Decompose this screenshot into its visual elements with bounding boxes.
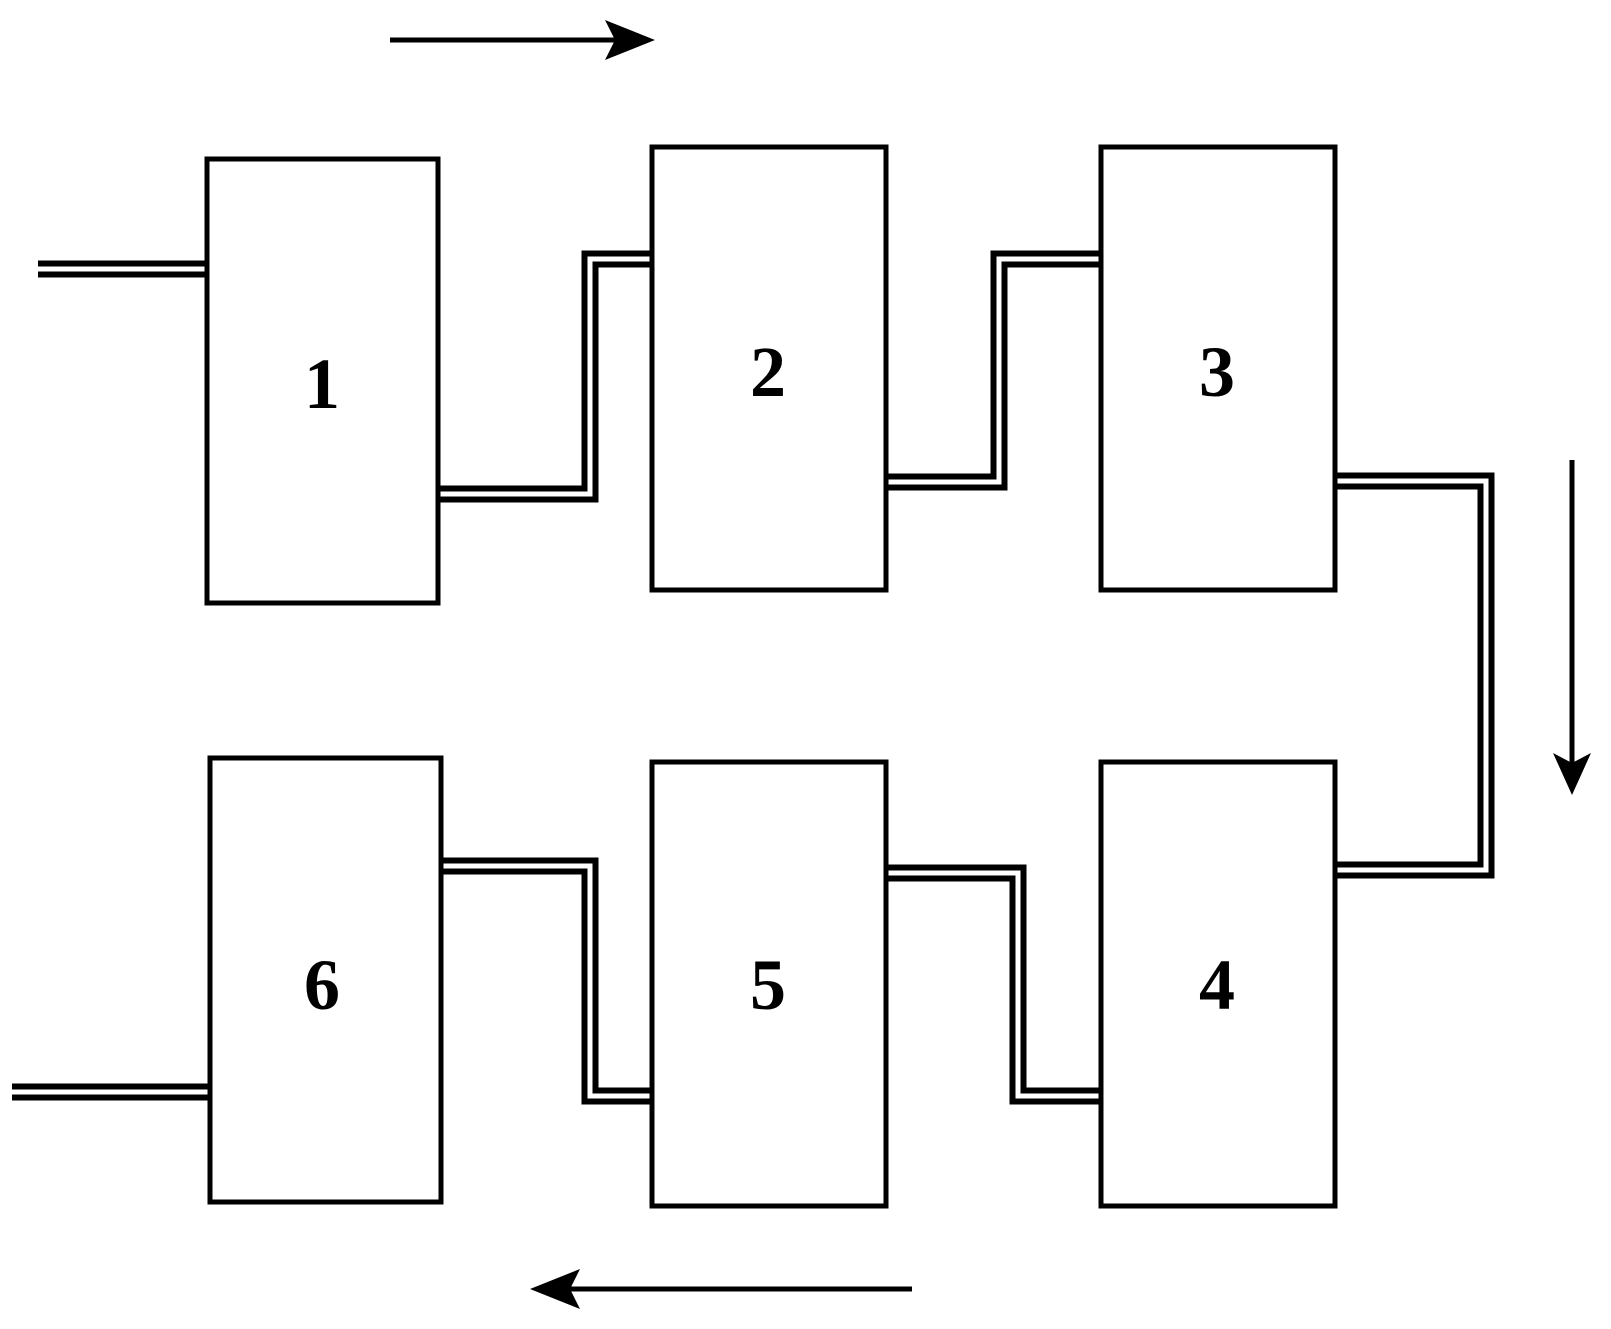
pipe-2-to-3 <box>886 250 1100 491</box>
flow-arrow-left <box>530 1269 912 1309</box>
flow-arrow-right <box>390 20 655 60</box>
pipe-4-to-5 <box>886 864 1100 1105</box>
unit-label-4: 4 <box>1199 945 1235 1025</box>
unit-box-1: 1 <box>204 156 441 606</box>
pipe-1-to-2 <box>438 250 652 503</box>
unit-box-5: 5 <box>649 759 889 1209</box>
unit-box-2: 2 <box>649 144 889 593</box>
flow-arrow-down <box>1553 460 1591 795</box>
unit-box-6: 6 <box>207 755 444 1205</box>
unit-label-5: 5 <box>750 945 786 1025</box>
unit-label-6: 6 <box>304 945 340 1025</box>
unit-label-1: 1 <box>304 344 340 424</box>
pipe-3-to-4 <box>1334 472 1495 879</box>
pipe-5-to-6 <box>440 857 652 1105</box>
unit-box-4: 4 <box>1098 759 1338 1209</box>
unit-label-2: 2 <box>750 332 786 412</box>
connector-pipes <box>12 250 1495 1105</box>
unit-label-3: 3 <box>1199 332 1235 412</box>
unit-box-3: 3 <box>1098 144 1338 593</box>
